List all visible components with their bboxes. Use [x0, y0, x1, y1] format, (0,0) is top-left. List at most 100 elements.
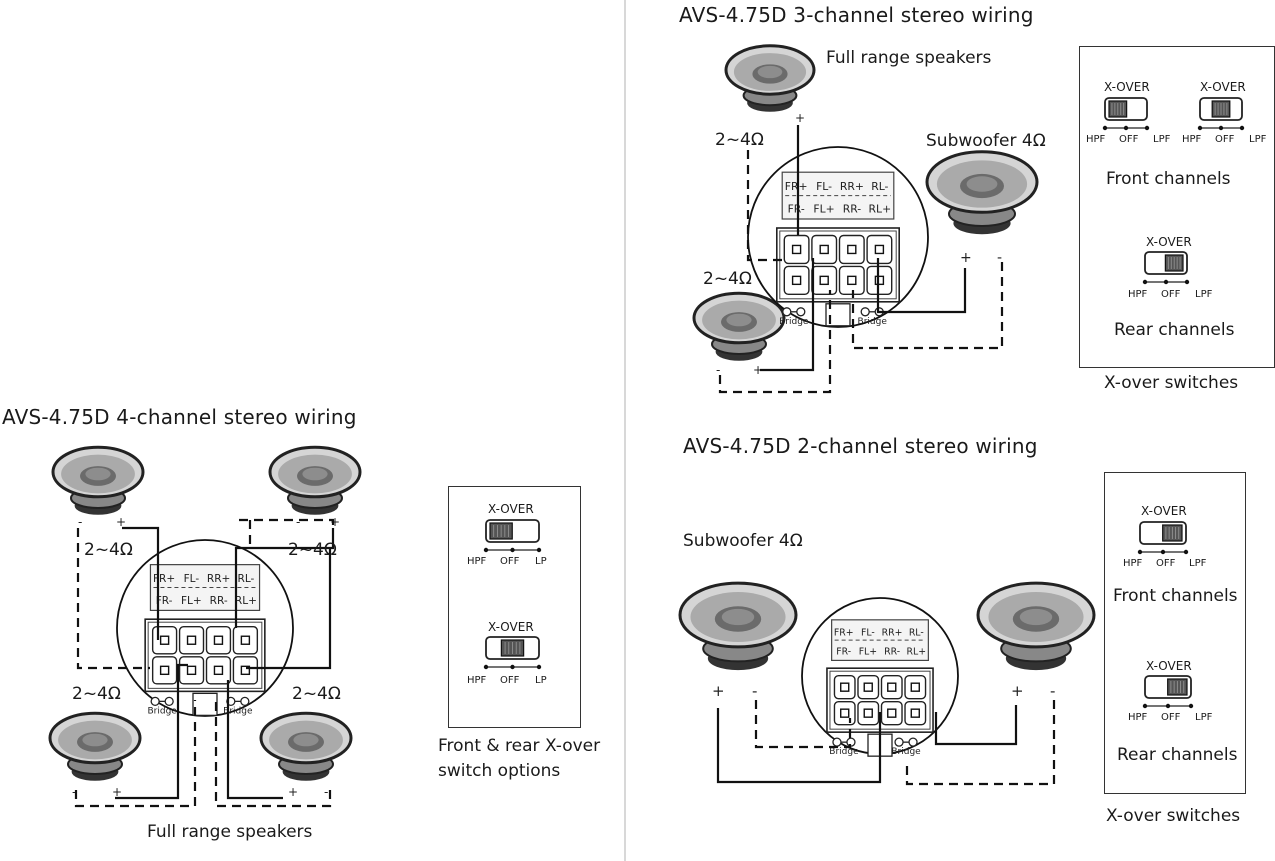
terminal-label: FR+: [153, 573, 175, 585]
terminal-label: RR+: [840, 180, 864, 193]
terminal-pin: [186, 635, 197, 645]
xover-option: LPF: [1195, 289, 1213, 300]
polarity-minus: -: [752, 682, 757, 700]
xover-option: OFF: [1119, 134, 1139, 145]
power-connector: [192, 692, 218, 717]
impedance-label: 2~4Ω: [292, 684, 341, 704]
terminal-pin: [840, 708, 850, 718]
speaker-dustcap-highlight: [302, 467, 328, 481]
terminal-pin: [863, 708, 873, 718]
bridge-label: Bridge: [858, 317, 888, 327]
xover-switch: [483, 519, 542, 553]
xover-option: LPF: [1249, 134, 1267, 145]
terminal-pin: [819, 244, 829, 255]
xover-option: LPF: [1195, 712, 1213, 723]
terminal-pin: [887, 682, 897, 692]
bridge-label: Bridge: [147, 706, 177, 716]
terminal-pin: [910, 682, 920, 692]
terminal-pin: [874, 244, 885, 255]
three-channel-title: AVS-4.75D 3-channel stereo wiring: [679, 3, 1034, 27]
xover-title: X-OVER: [488, 502, 534, 516]
switch-detent: [1218, 125, 1224, 131]
rear-channels-caption: Rear channels: [1117, 745, 1238, 765]
switch-detent: [1144, 125, 1150, 131]
wire-positive: [226, 680, 283, 800]
speaker-dustcap-highlight: [293, 733, 319, 747]
wire-positive: [234, 528, 335, 628]
switch-detent: [1102, 125, 1108, 131]
terminal-pin: [874, 275, 885, 286]
switch-caption: X-over switches: [1104, 373, 1239, 393]
xover-option: LP: [535, 675, 547, 686]
terminal-pin: [910, 708, 920, 718]
terminal-pin: [159, 635, 170, 645]
polarity-minus: -: [324, 785, 328, 799]
wire-positive: [115, 663, 188, 800]
polarity-plus: +: [288, 785, 298, 799]
impedance-label: 2~4Ω: [84, 540, 133, 560]
speaker-icon: [51, 445, 145, 515]
speaker-caption: Full range speakers: [147, 822, 313, 842]
terminal-pin: [819, 275, 829, 286]
switch-detent: [1165, 703, 1171, 709]
terminal-label: RL+: [907, 647, 927, 658]
terminal-label: FR-: [836, 647, 851, 658]
switch-detent: [510, 547, 515, 553]
switch-detent: [1123, 125, 1129, 131]
front-channels-caption: Front channels: [1113, 586, 1238, 606]
terminal-label: RR-: [843, 202, 862, 215]
bridge-label: Bridge: [829, 747, 859, 757]
speaker-icon: [692, 291, 786, 361]
xover-option: HPF: [1128, 712, 1148, 723]
wire-negative: [238, 518, 335, 525]
xover-option: HPF: [1182, 134, 1202, 145]
xover-title: X-OVER: [1104, 80, 1150, 94]
xover-option: OFF: [500, 675, 520, 686]
rear-channels-caption: Rear channels: [1114, 320, 1235, 340]
xover-switch-box: [448, 486, 581, 728]
polarity-minus: -: [296, 515, 300, 529]
terminal-pin: [213, 635, 224, 645]
power-connector: [825, 303, 851, 327]
terminal-label: FL+: [859, 647, 877, 658]
terminal-pin: [791, 244, 802, 255]
speaker-icon: [48, 711, 142, 781]
wire-positive: [760, 258, 815, 372]
terminal-label: FL-: [184, 573, 200, 585]
xover-option: LPF: [1189, 558, 1207, 569]
bridge-jumper-icon: [894, 737, 904, 747]
switch-caption: X-over switches: [1106, 806, 1241, 826]
switch-detent: [1160, 549, 1166, 555]
terminal-pin: [186, 665, 197, 676]
bridge-jumper-icon: [150, 696, 160, 707]
switch-detent: [1197, 125, 1203, 131]
switch-detent: [1183, 549, 1189, 555]
wire-negative: [214, 700, 332, 808]
xover-switch-box: [1104, 472, 1246, 794]
terminal-label: RR+: [207, 573, 231, 585]
xover-title: X-OVER: [488, 620, 534, 634]
terminal-label: FR-: [156, 595, 173, 607]
xover-switch: [1197, 97, 1245, 131]
terminal-pin: [213, 665, 224, 676]
terminal-label: RL+: [235, 595, 257, 607]
xover-switch: [1137, 521, 1189, 555]
terminal-label: FL+: [181, 595, 202, 607]
terminal-label: FL+: [813, 202, 834, 215]
switch-caption: Front & rear X-over: [438, 736, 601, 756]
polarity-plus: +: [960, 250, 972, 266]
subwoofer-label: Subwoofer 4Ω: [683, 531, 803, 551]
wire-negative: [851, 262, 1004, 350]
bridge-label: Bridge: [779, 317, 809, 327]
terminal-pin: [159, 665, 170, 676]
terminal-label: FL-: [816, 180, 832, 193]
terminal-pin: [240, 635, 251, 645]
terminal-label: FR+: [785, 180, 808, 193]
bridge-label: Bridge: [223, 706, 253, 716]
speaker-dustcap-highlight: [966, 176, 998, 192]
switch-detent: [510, 664, 515, 670]
switch-detent: [1239, 125, 1245, 131]
terminal-block-inner: [779, 230, 897, 300]
terminal-block-inner: [147, 621, 263, 689]
wire-positive: [716, 708, 882, 784]
